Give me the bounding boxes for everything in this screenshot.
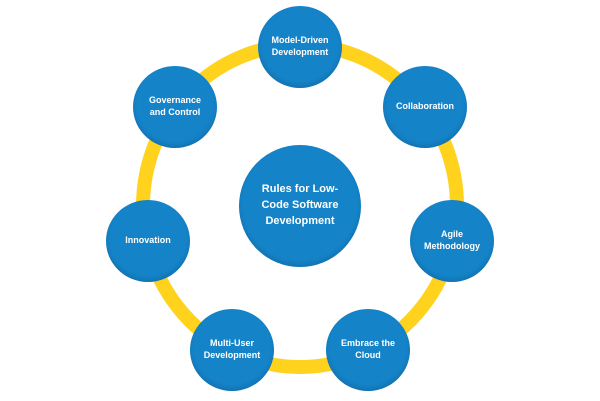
node-innovation: Innovation	[106, 200, 190, 282]
node-label: Multi-User Development	[203, 338, 261, 360]
node-label: Innovation	[125, 235, 171, 246]
node-label: Collaboration	[396, 101, 454, 112]
node-label: Governance and Control	[148, 95, 202, 117]
node-label: Model-Driven Development	[271, 35, 329, 57]
node-governance-and-control: Governance and Control	[133, 66, 217, 148]
node-model-driven-development: Model-Driven Development	[258, 6, 342, 88]
node-label: Embrace the Cloud	[340, 338, 396, 360]
node-collaboration: Collaboration	[383, 66, 467, 148]
node-embrace-the-cloud: Embrace the Cloud	[326, 309, 410, 391]
center-node-label: Rules for Low- Code Software Development	[261, 183, 339, 227]
node-label: Agile Methodology	[424, 229, 480, 251]
node-multi-user-development: Multi-User Development	[190, 309, 274, 391]
node-agile-methodology: Agile Methodology	[410, 200, 494, 282]
center-node-rules-for-low-code: Rules for Low- Code Software Development	[239, 145, 361, 267]
